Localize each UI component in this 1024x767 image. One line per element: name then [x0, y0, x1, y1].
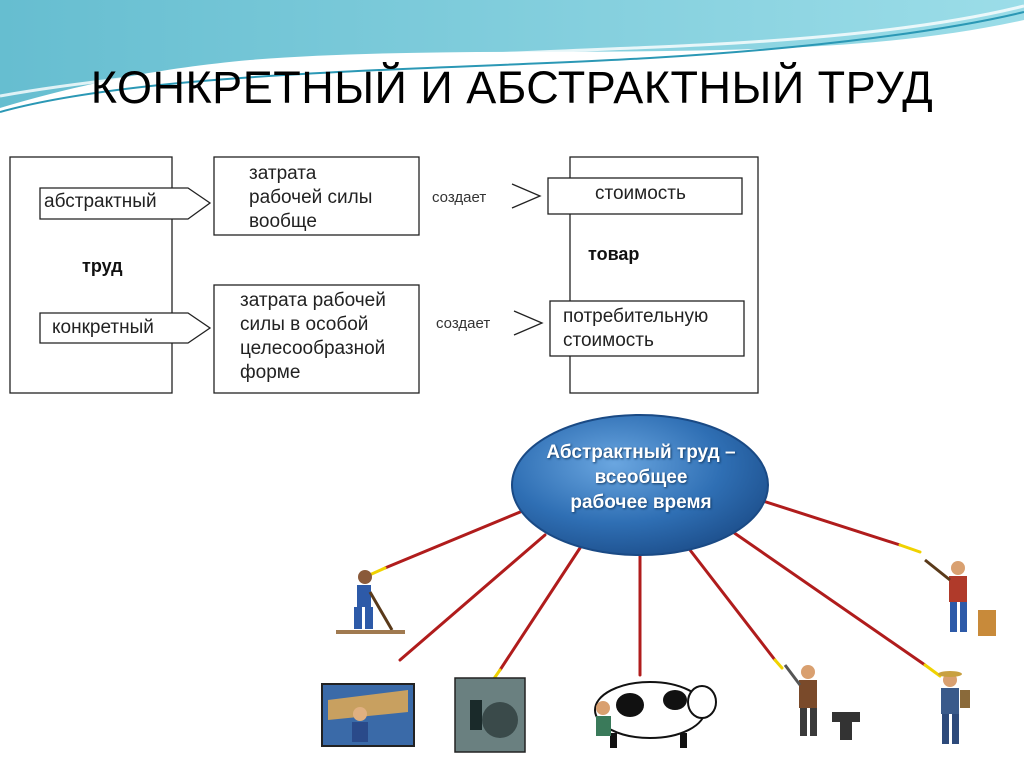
abstract-desc: затрата рабочей силы вообще: [249, 163, 373, 232]
labor-box: [9, 156, 173, 394]
worker-milker: [594, 681, 717, 748]
creates-chevron-2: [513, 310, 544, 336]
concrete-arrow: [39, 312, 212, 344]
abstract-desc-box: [213, 156, 420, 236]
concrete-desc: затрата рабочей силы в особой целесообра…: [240, 290, 386, 383]
worker-builder-picture: [321, 683, 415, 747]
wave-main: [0, 0, 1024, 108]
worker-farmer: [938, 671, 970, 744]
worker-woodcutter: [924, 558, 996, 636]
use-value-box: [549, 300, 745, 357]
abstract-arrow: [39, 187, 212, 220]
header-waves: [0, 0, 1024, 113]
spoke-3: [498, 546, 582, 672]
creates-chevron-1: [511, 183, 542, 209]
spoke-5-tip: [773, 658, 784, 670]
spoke-2: [398, 533, 547, 662]
goods-box: [569, 156, 759, 394]
spoke-1: [383, 508, 527, 570]
worker-blacksmith: [783, 664, 860, 740]
abstract-label: абстрактный: [44, 191, 157, 212]
goods-label: товар: [588, 244, 640, 264]
spoke-7-tip: [898, 543, 922, 554]
value-label: стоимость: [595, 183, 686, 204]
creates-label-1: создает: [432, 189, 487, 206]
abstract-labor-bubble: [511, 414, 769, 556]
use-value-label: потребительную стоимость: [563, 306, 709, 351]
creates-label-2: создает: [436, 315, 491, 332]
labor-label: труд: [82, 256, 123, 276]
wave-highlight: [0, 4, 1024, 98]
spoke-6: [728, 528, 927, 667]
bubble-text: Абстрактный труд – всеобщее рабочее врем…: [546, 442, 736, 513]
spoke-5: [688, 548, 777, 662]
value-box: [547, 177, 743, 215]
concrete-label: конкретный: [52, 317, 154, 338]
spoke-7: [758, 498, 902, 547]
spoke-6-tip: [923, 663, 942, 678]
worker-digger: [336, 570, 405, 634]
page-title: КОНКРЕТНЫЙ И АБСТРАКТНЫЙ ТРУД: [90, 62, 934, 113]
wave-line: [0, 11, 1024, 113]
concrete-desc-box: [213, 284, 420, 394]
worker-factory-picture: [454, 677, 526, 753]
